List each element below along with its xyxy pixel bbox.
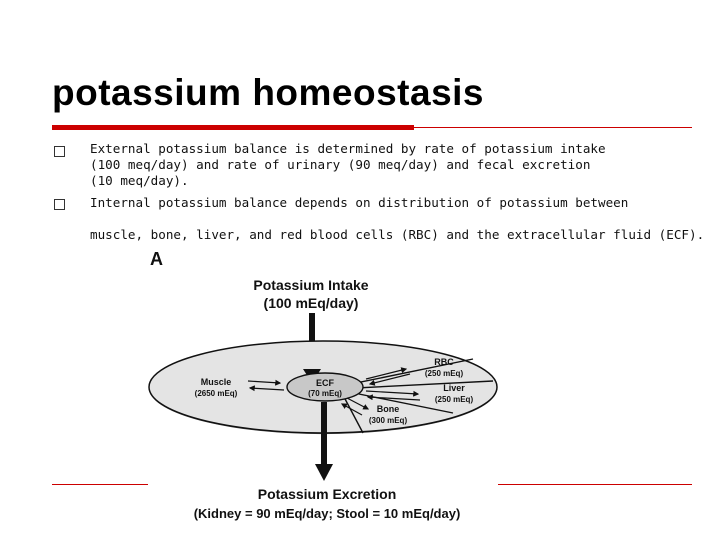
ecf-value: (70 mEq)	[308, 389, 342, 398]
sector-line-bone-lower	[343, 396, 364, 434]
bone-exchange-arrow	[346, 397, 370, 410]
muscle-exchange-arrow	[247, 379, 282, 386]
intake-value: (100 mEq/day)	[264, 295, 359, 311]
liver-value: (250 mEq)	[435, 395, 474, 404]
liver-exchange-arrow	[365, 390, 420, 397]
intake-title: Potassium Intake	[253, 277, 368, 293]
excretion-title: Potassium Excretion	[258, 486, 397, 502]
muscle-label: Muscle	[201, 377, 232, 387]
title-underline	[52, 125, 414, 130]
excretion-arrow-head	[315, 464, 333, 481]
bullet-text-1: External potassium balance is determined…	[90, 141, 606, 188]
bone-label: Bone	[377, 404, 400, 414]
slide-title: potassium homeostasis	[52, 72, 485, 113]
muscle-exchange-arrow	[248, 385, 285, 392]
rbc-value: (250 mEq)	[425, 369, 464, 378]
liver-label: Liver	[443, 383, 465, 393]
panel-label: A	[150, 249, 163, 269]
bullet-marker	[54, 146, 65, 157]
sector-line-rbc-upper	[355, 358, 474, 384]
muscle-value: (2650 mEq)	[195, 389, 238, 398]
sector-line-rbc-liver	[355, 380, 494, 389]
bullet-marker	[54, 199, 65, 210]
liver-exchange-arrow	[366, 394, 421, 401]
bone-value: (300 mEq)	[369, 416, 408, 425]
excretion-value: (Kidney = 90 mEq/day; Stool = 10 mEq/day…	[194, 506, 461, 521]
ecf-ellipse	[286, 372, 364, 402]
title-underline-thin	[414, 127, 692, 128]
rbc-exchange-arrow	[368, 373, 411, 386]
rbc-label: RBC	[434, 357, 454, 367]
bullet-text-2: Internal potassium balance depends on di…	[90, 195, 705, 242]
bone-exchange-arrow	[340, 403, 363, 416]
rbc-exchange-arrow	[365, 367, 408, 380]
potassium-distribution-figure: A Potassium Intake (100 mEq/day) ECF (70…	[148, 245, 498, 527]
ecf-label: ECF	[316, 378, 335, 388]
